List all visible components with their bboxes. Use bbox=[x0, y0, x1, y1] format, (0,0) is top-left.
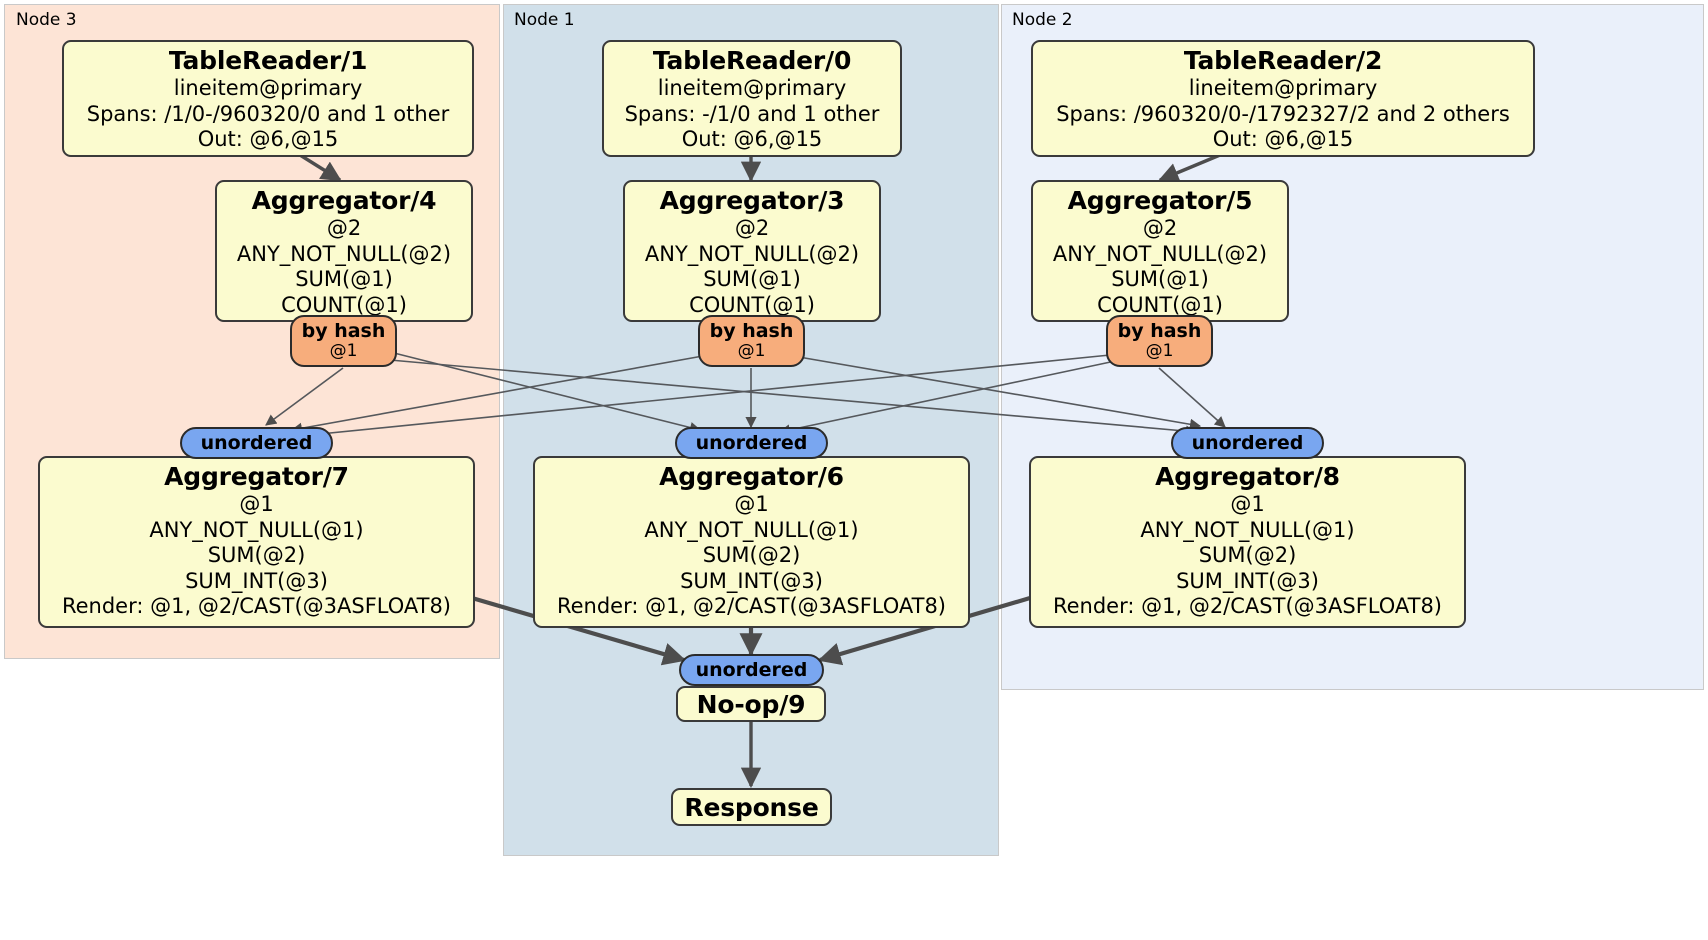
processor-detail-line: SUM(@1) bbox=[1111, 267, 1209, 291]
processor-title: Aggregator/6 bbox=[659, 462, 844, 491]
processor-detail-line: ANY_NOT_NULL(@1) bbox=[644, 517, 859, 542]
router-key: @1 bbox=[1145, 341, 1174, 361]
processor-detail-line: SUM(@2) bbox=[702, 543, 801, 567]
hash-router-right[interactable]: by hash @1 bbox=[1106, 315, 1213, 367]
processor-detail-line: Spans: -/1/0 and 1 other bbox=[624, 101, 880, 126]
processor-title: Aggregator/7 bbox=[164, 462, 349, 491]
processor-detail-line: lineitem@primary bbox=[1188, 76, 1378, 100]
unordered-synchronizer-final[interactable]: unordered bbox=[679, 654, 824, 686]
unordered-synchronizer-left[interactable]: unordered bbox=[180, 427, 333, 459]
processor-detail-line: lineitem@primary bbox=[657, 76, 847, 100]
node-label-node3: Node 3 bbox=[16, 10, 77, 30]
processor-detail-line: Render: @1, @2/CAST(@3ASFLOAT8) bbox=[556, 594, 947, 618]
processor-detail-line: Out: @6,@15 bbox=[197, 127, 339, 151]
processor-aggregator-7[interactable]: Aggregator/7 @1 ANY_NOT_NULL(@1) SUM(@2)… bbox=[38, 456, 475, 628]
processor-title: Response bbox=[684, 792, 819, 822]
node-label-node1: Node 1 bbox=[514, 10, 575, 30]
router-label: by hash bbox=[301, 320, 386, 342]
processor-aggregator-5[interactable]: Aggregator/5 @2 ANY_NOT_NULL(@2) SUM(@1)… bbox=[1031, 180, 1289, 322]
processor-detail-line: SUM(@1) bbox=[295, 267, 393, 291]
processor-response[interactable]: Response bbox=[671, 788, 832, 826]
router-key: @1 bbox=[329, 341, 358, 361]
processor-title: TableReader/0 bbox=[652, 46, 852, 75]
processor-detail-line: @1 bbox=[239, 492, 274, 516]
synchronizer-label: unordered bbox=[200, 431, 313, 454]
processor-aggregator-8[interactable]: Aggregator/8 @1 ANY_NOT_NULL(@1) SUM(@2)… bbox=[1029, 456, 1466, 628]
unordered-synchronizer-right[interactable]: unordered bbox=[1171, 427, 1324, 459]
hash-router-center[interactable]: by hash @1 bbox=[698, 315, 805, 367]
processor-title: Aggregator/4 bbox=[251, 186, 437, 215]
processor-detail-line: Spans: /1/0-/960320/0 and 1 other bbox=[86, 101, 450, 126]
router-label: by hash bbox=[709, 320, 794, 342]
node-label-node2: Node 2 bbox=[1012, 10, 1073, 30]
synchronizer-label: unordered bbox=[695, 431, 808, 454]
processor-detail-line: Out: @6,@15 bbox=[681, 127, 823, 151]
processor-aggregator-4[interactable]: Aggregator/4 @2 ANY_NOT_NULL(@2) SUM(@1)… bbox=[215, 180, 473, 322]
processor-detail-line: Spans: /960320/0-/1792327/2 and 2 others bbox=[1056, 101, 1510, 126]
router-key: @1 bbox=[737, 341, 766, 361]
processor-detail-line: SUM(@2) bbox=[207, 543, 306, 567]
processor-detail-line: @2 bbox=[734, 216, 770, 240]
processor-detail-line: SUM_INT(@3) bbox=[1176, 568, 1319, 593]
processor-detail-line: Render: @1, @2/CAST(@3ASFLOAT8) bbox=[1052, 594, 1443, 618]
processor-detail-line: @1 bbox=[1230, 492, 1265, 516]
hash-router-left[interactable]: by hash @1 bbox=[290, 315, 397, 367]
processor-detail-line: SUM(@2) bbox=[1198, 543, 1297, 567]
unordered-synchronizer-center[interactable]: unordered bbox=[675, 427, 828, 459]
processor-table-reader-1[interactable]: TableReader/1 lineitem@primary Spans: /1… bbox=[62, 40, 474, 157]
processor-detail-line: Out: @6,@15 bbox=[1212, 127, 1354, 151]
processor-title: TableReader/2 bbox=[1183, 46, 1383, 75]
processor-detail-line: SUM_INT(@3) bbox=[185, 568, 328, 593]
processor-detail-line: ANY_NOT_NULL(@1) bbox=[149, 517, 364, 542]
processor-title: Aggregator/8 bbox=[1155, 462, 1340, 491]
processor-table-reader-0[interactable]: TableReader/0 lineitem@primary Spans: -/… bbox=[602, 40, 902, 157]
processor-detail-line: COUNT(@1) bbox=[1097, 292, 1223, 317]
processor-detail-line: @2 bbox=[1142, 216, 1178, 240]
processor-detail-line: @1 bbox=[734, 492, 769, 516]
processor-detail-line: SUM(@1) bbox=[703, 267, 801, 291]
router-label: by hash bbox=[1117, 320, 1202, 342]
processor-detail-line: ANY_NOT_NULL(@1) bbox=[1140, 517, 1355, 542]
processor-detail-line: ANY_NOT_NULL(@2) bbox=[1052, 241, 1268, 266]
processor-table-reader-2[interactable]: TableReader/2 lineitem@primary Spans: /9… bbox=[1031, 40, 1535, 157]
processor-title: TableReader/1 bbox=[168, 46, 368, 75]
processor-aggregator-3[interactable]: Aggregator/3 @2 ANY_NOT_NULL(@2) SUM(@1)… bbox=[623, 180, 881, 322]
processor-noop-9[interactable]: No-op/9 bbox=[676, 686, 826, 722]
processor-detail-line: COUNT(@1) bbox=[689, 292, 815, 317]
processor-aggregator-6[interactable]: Aggregator/6 @1 ANY_NOT_NULL(@1) SUM(@2)… bbox=[533, 456, 970, 628]
processor-detail-line: SUM_INT(@3) bbox=[680, 568, 823, 593]
processor-title: Aggregator/3 bbox=[659, 186, 845, 215]
processor-detail-line: @2 bbox=[326, 216, 362, 240]
processor-detail-line: COUNT(@1) bbox=[281, 292, 407, 317]
processor-title: No-op/9 bbox=[696, 689, 806, 719]
processor-detail-line: ANY_NOT_NULL(@2) bbox=[236, 241, 452, 266]
synchronizer-label: unordered bbox=[695, 658, 808, 681]
processor-detail-line: ANY_NOT_NULL(@2) bbox=[644, 241, 860, 266]
processor-detail-line: Render: @1, @2/CAST(@3ASFLOAT8) bbox=[61, 594, 452, 618]
processor-title: Aggregator/5 bbox=[1067, 186, 1253, 215]
processor-detail-line: lineitem@primary bbox=[173, 76, 363, 100]
synchronizer-label: unordered bbox=[1191, 431, 1304, 454]
